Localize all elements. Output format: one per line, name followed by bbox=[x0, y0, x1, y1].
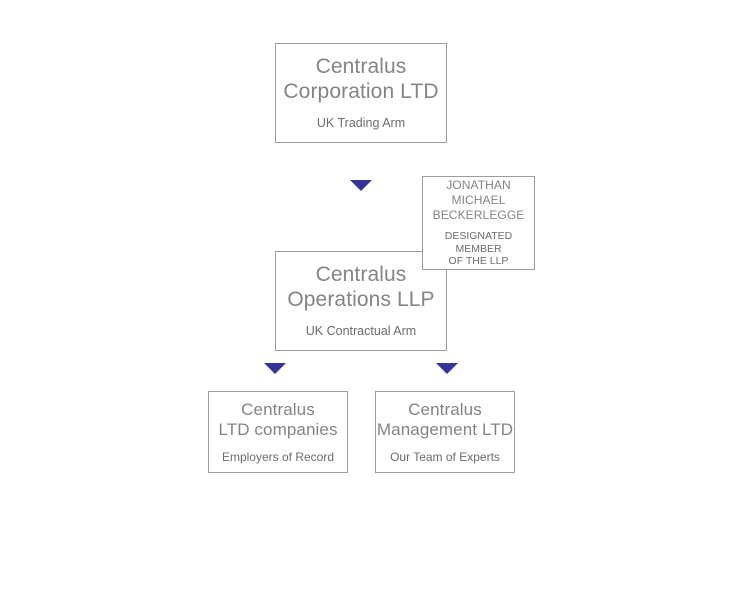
node-title: Centralus Management LTD bbox=[376, 399, 514, 439]
node-title: Centralus LTD companies bbox=[218, 399, 338, 439]
node-subtitle: UK Trading Arm bbox=[316, 115, 406, 130]
node-title: Centralus Corporation LTD bbox=[283, 55, 439, 103]
node-centralus-management-ltd[interactable]: Centralus Management LTD Our Team of Exp… bbox=[375, 391, 515, 473]
node-subtitle: DESIGNATED MEMBER OF THE LLP bbox=[444, 229, 513, 268]
triangle-down-icon-corporation-to-operations bbox=[350, 180, 372, 191]
node-centralus-corporation-ltd[interactable]: Centralus Corporation LTD UK Trading Arm bbox=[275, 43, 447, 143]
triangle-down-icon-operations-to-management bbox=[436, 363, 458, 374]
node-subtitle: Employers of Record bbox=[221, 449, 335, 464]
triangle-down-icon-operations-to-ltd-companies bbox=[264, 363, 286, 374]
node-title: JONATHAN MICHAEL BECKERLEGGE bbox=[432, 177, 525, 222]
node-subtitle: UK Contractual Arm bbox=[305, 323, 417, 338]
node-jonathan-michael-beckerlegge[interactable]: JONATHAN MICHAEL BECKERLEGGE DESIGNATED … bbox=[422, 176, 535, 270]
node-centralus-operations-llp[interactable]: Centralus Operations LLP UK Contractual … bbox=[275, 251, 447, 351]
node-title: Centralus Operations LLP bbox=[287, 263, 435, 311]
node-subtitle: Our Team of Experts bbox=[390, 449, 500, 464]
node-centralus-ltd-companies[interactable]: Centralus LTD companies Employers of Rec… bbox=[208, 391, 348, 473]
